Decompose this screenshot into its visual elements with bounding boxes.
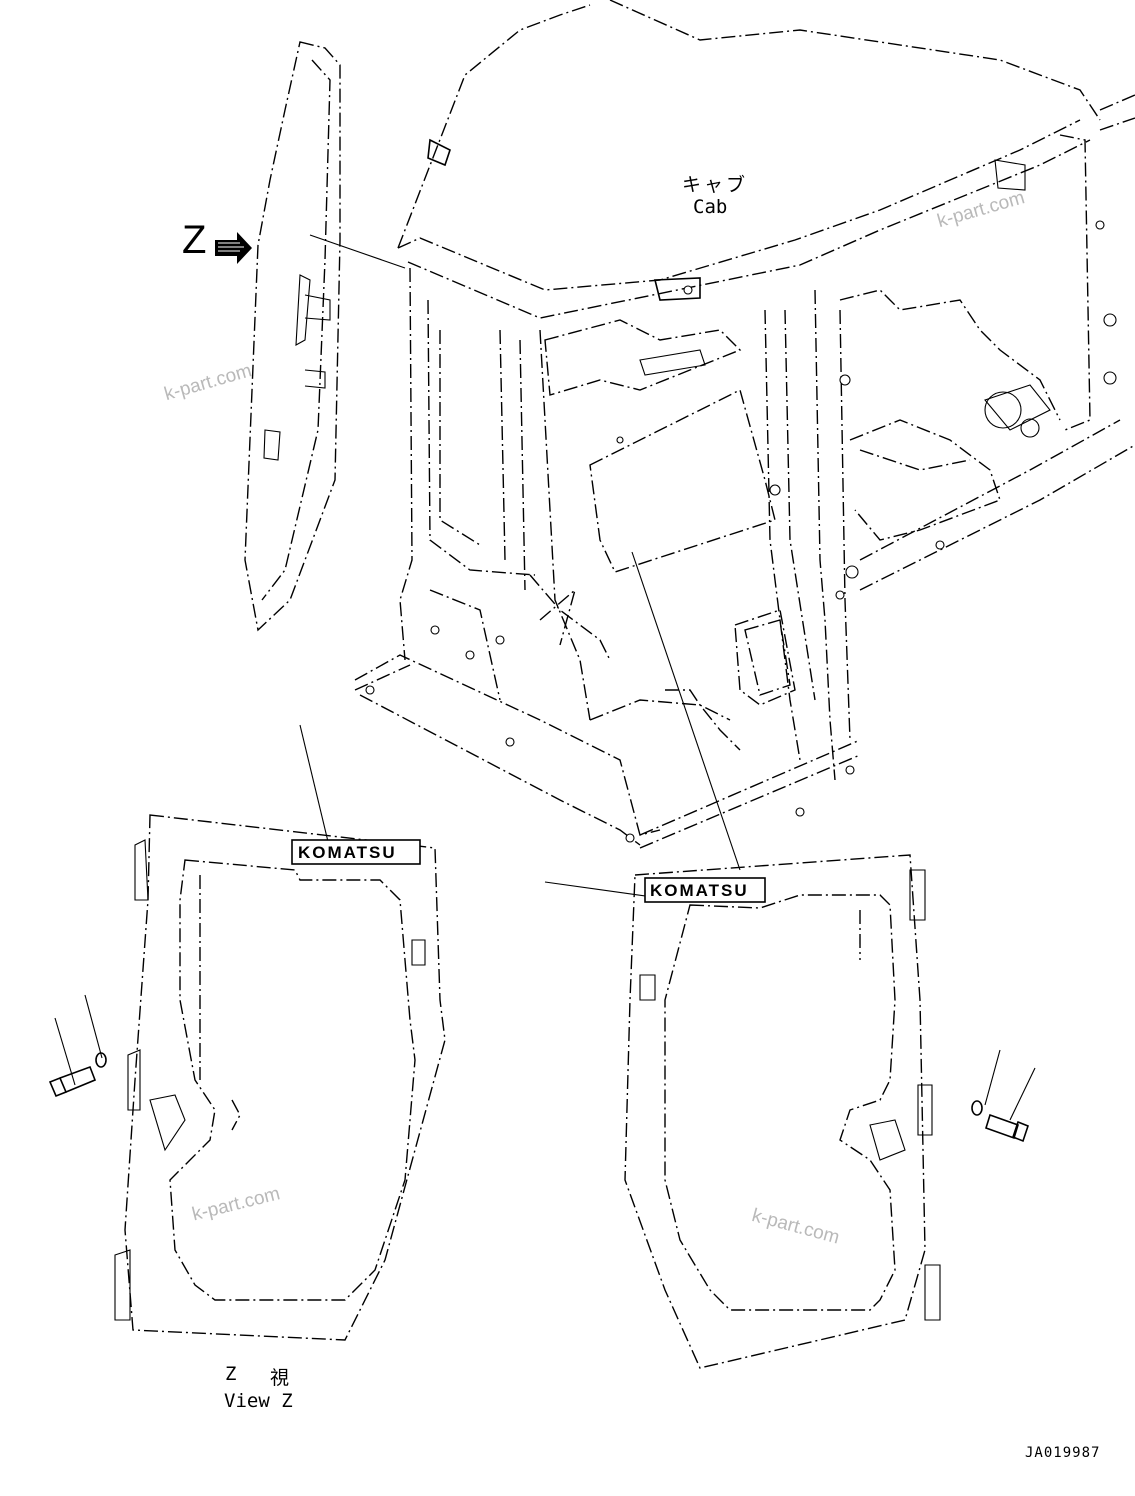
drawing-number: JA019987	[1025, 1445, 1101, 1461]
view-arrow-letter: Z	[182, 218, 207, 262]
cab-label-jp: キャブ	[682, 174, 749, 196]
cab-label-en: Cab	[693, 196, 728, 218]
view-label-jp-char: 視	[270, 1367, 290, 1389]
right-bolt-icon	[985, 1113, 1029, 1143]
right-door	[624, 854, 941, 1369]
right-door-logo-text: KOMATSU	[650, 881, 749, 900]
left-door-logo-text: KOMATSU	[298, 843, 397, 862]
cab-frame	[354, 0, 1135, 849]
view-label-jp-letter: Z	[225, 1363, 237, 1385]
left-door	[114, 814, 446, 1341]
view-z-arrow	[215, 232, 252, 264]
left-bolt-icon	[48, 1065, 97, 1098]
leader-lines	[54, 234, 1036, 1121]
right-washer-icon	[971, 1100, 983, 1116]
left-door-logo	[291, 839, 421, 865]
right-door-logo	[644, 877, 766, 903]
door-side-view	[244, 41, 341, 632]
view-label-en: View Z	[224, 1390, 293, 1412]
left-washer-icon	[95, 1052, 107, 1068]
